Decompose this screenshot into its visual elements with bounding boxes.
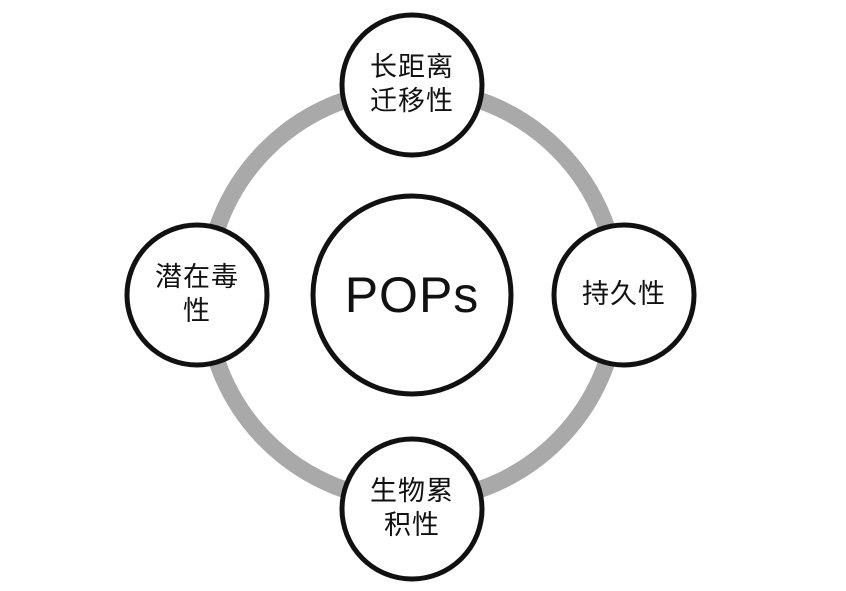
top-node-circle <box>339 12 485 158</box>
center-circle <box>310 193 514 397</box>
bottom-node-circle <box>339 436 485 582</box>
left-node-circle <box>124 222 270 368</box>
right-node-circle <box>551 222 697 368</box>
